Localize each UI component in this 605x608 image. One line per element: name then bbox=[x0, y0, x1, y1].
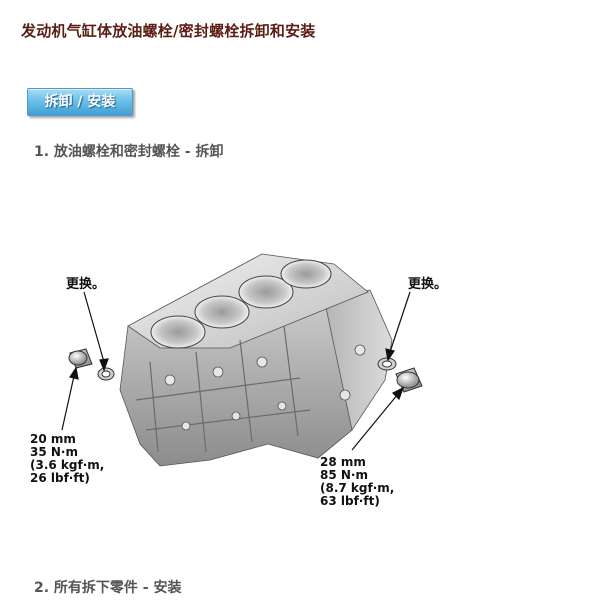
right-bolt-size: 28 mm bbox=[320, 455, 366, 469]
right-torque-kgf: (8.7 kgf·m, bbox=[320, 481, 395, 495]
left-bolt-size: 20 mm bbox=[30, 432, 76, 446]
right-torque-nm: 85 N·m bbox=[320, 468, 368, 482]
left-replace-note: 更换。 bbox=[66, 277, 106, 292]
left-torque-kgf: (3.6 kgf·m, bbox=[30, 458, 105, 472]
left-torque-nm: 35 N·m bbox=[30, 445, 78, 459]
right-torque-spec: 28 mm 85 N·m (8.7 kgf·m, 63 lbf·ft) bbox=[320, 456, 394, 508]
left-torque-spec: 20 mm 35 N·m (3.6 kgf·m, 26 lbf·ft) bbox=[30, 433, 104, 485]
right-torque-lbf: 63 lbf·ft) bbox=[320, 494, 380, 508]
drain-bolt-left bbox=[68, 348, 93, 369]
sealing-washer-left bbox=[97, 367, 115, 381]
step-1-heading: 1. 放油螺栓和密封螺栓 - 拆卸 bbox=[34, 144, 224, 160]
remove-install-badge: 拆卸 / 安装 bbox=[27, 88, 133, 116]
left-torque-lbf: 26 lbf·ft) bbox=[30, 471, 90, 485]
engine-block-figure: 更换。 更换。 20 mm 35 N·m (3.6 kgf·m, 26 lbf·… bbox=[0, 230, 605, 530]
right-replace-note: 更换。 bbox=[408, 277, 448, 292]
page-title: 发动机气缸体放油螺栓/密封螺栓拆卸和安装 bbox=[21, 22, 316, 40]
drain-bolt-right bbox=[395, 367, 423, 393]
sealing-washer-right bbox=[377, 357, 397, 371]
step-2-heading: 2. 所有拆下零件 - 安装 bbox=[34, 580, 182, 596]
cylinder-block bbox=[119, 253, 393, 467]
engine-block-illustration bbox=[61, 253, 423, 467]
